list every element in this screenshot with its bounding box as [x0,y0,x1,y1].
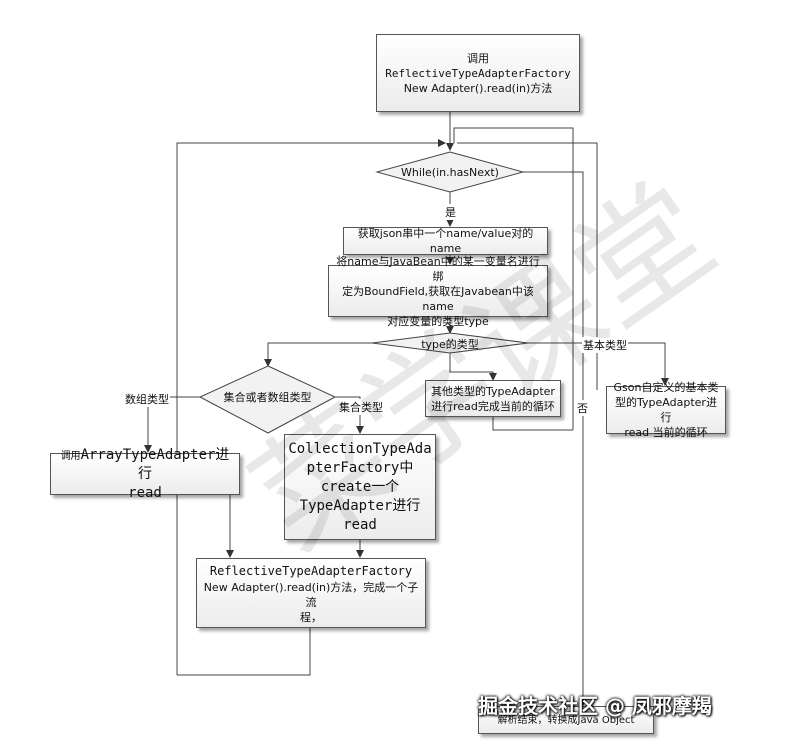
edge-basic-label: 基本类型 [582,337,628,353]
gson-line2: 型的TypeAdapter进行 [615,396,717,424]
subflow-line1: ReflectiveTypeAdapterFactory [209,563,413,578]
gson-basic-box: Gson自定义的基本类 型的TypeAdapter进行 read 当前的循环 [606,381,726,439]
start-line2: New Adapter().read(in)方法 [403,81,553,95]
other-line1: 其他类型的TypeAdapter [431,384,555,398]
edge-collection-label: 集合类型 [338,399,384,415]
other-type-box: 其他类型的TypeAdapter 进行read完成当前的循环 [425,380,561,417]
edge-array-label: 数组类型 [124,391,170,407]
type-decision-label: type的类型 [421,338,479,351]
bind-field-box: 将name与JavaBean中的某一变量名进行绑 定为BoundField,获取… [328,255,548,328]
gson-line3: read 当前的循环 [624,426,708,439]
end-box: 解析结束，转换成Java Object [478,706,654,734]
other-line2: 进行read完成当前的循环 [431,399,555,413]
gson-line1: Gson自定义的基本类 [613,381,719,394]
start-line1: 调用ReflectiveTypeAdapterFactory [385,51,571,80]
bind-line1: 将name与JavaBean中的某一变量名进行绑 [336,254,540,283]
brand-watermark: 掘金技术社区 @ 凤邪摩羯 [478,694,712,718]
get-name-box: 获取json串中一个name/value对的name [343,227,548,255]
array-adapter-box: 调用ArrayTypeAdapter进行 read [50,447,240,501]
type-diamond [371,332,529,354]
subflow-line2: New Adapter().read(in)方法，完成一个子流 [203,580,419,609]
loop-diamond [375,151,525,193]
collection-factory-box: CollectionTypeAda pterFactory中 create一个 … [284,434,436,540]
array-prefix: 调用 [60,450,81,462]
subflow-line3: 程， [300,610,322,624]
collection-decision-label: 集合或者数组类型 [223,391,312,404]
collection-line1: CollectionTypeAda [288,440,432,457]
collection-line2: pterFactory中 [306,459,414,476]
collection-line5: read [343,516,377,533]
array-line2: read [128,484,162,501]
collection-line4: TypeAdapter进行 [299,497,421,514]
edge-no-label: 否 [576,400,589,416]
array-line1: ArrayTypeAdapter进行 [80,446,230,482]
edge-yes-label: 是 [444,204,457,220]
bind-line3: 对应变量的类型type [387,314,489,328]
collection-line3: create一个 [320,478,400,495]
loop-decision-label: While(in.hasNext) [401,165,499,179]
subflow-box: ReflectiveTypeAdapterFactory New Adapter… [196,558,426,628]
collection-diamond [198,365,337,434]
start-box: 调用ReflectiveTypeAdapterFactory New Adapt… [376,34,580,112]
bind-line2: 定为BoundField,获取在Javabean中该name [342,284,534,313]
